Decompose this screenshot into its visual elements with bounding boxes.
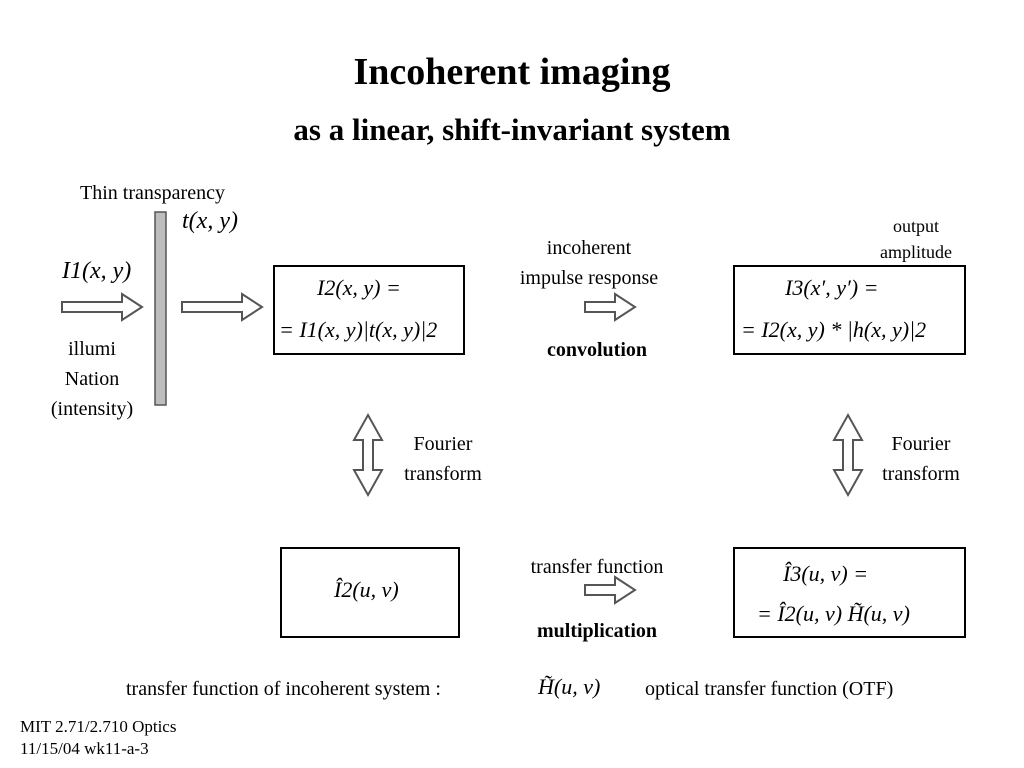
- transparency-function-text: t(x, y): [182, 208, 238, 234]
- otf-symbol: H̃(u, v): [538, 674, 601, 699]
- arrow-convolution: [584, 292, 637, 322]
- fourier-left-line1: Fourier: [413, 433, 473, 455]
- box-i2-line1: I2(x, y) =: [317, 275, 401, 300]
- convolution-label: convolution: [546, 339, 648, 361]
- fourier-left-line2: transform: [404, 463, 482, 485]
- box-i2: I2(x, y) = = I1(x, y)|t(x, y)|2: [273, 265, 465, 355]
- illumination-label-line2: Nation: [64, 368, 120, 390]
- box-i2-hat-line1: Î2(u, v): [334, 577, 399, 602]
- fourier-right-line1: Fourier: [891, 433, 951, 455]
- illumination-label: illumi Nation (intensity): [30, 334, 154, 424]
- illumination-label-line3: (intensity): [50, 398, 134, 420]
- output-amplitude-label: output amplitude: [868, 213, 964, 265]
- transfer-function-label: transfer function: [530, 556, 664, 578]
- transparency-label: Thin transparency: [80, 182, 225, 204]
- arrow-fourier-left: [352, 412, 384, 498]
- incoherent-transfer-text: transfer function of incoherent system :: [126, 678, 441, 700]
- fourier-label-right: Fourier transform: [866, 429, 976, 489]
- box-i3-line1: I3(x′, y′) =: [785, 275, 879, 300]
- arrow-to-i2: [181, 292, 264, 322]
- transparency-plate: [154, 211, 167, 406]
- otf-label: optical transfer function (OTF): [645, 678, 894, 700]
- arrow-fourier-right: [832, 412, 864, 498]
- transparency-function: t(x, y): [182, 208, 238, 235]
- footer: MIT 2.71/2.710 Optics 11/15/04 wk11-a-3: [20, 716, 176, 760]
- footer-date: 11/15/04 wk11-a-3: [20, 739, 149, 759]
- footer-course: MIT 2.71/2.710 Optics: [20, 717, 177, 736]
- box-i2-hat: Î2(u, v): [280, 547, 460, 638]
- impulse-label-line2: impulse response: [519, 267, 659, 289]
- impulse-label-line1: incoherent: [546, 237, 632, 259]
- box-i3-hat: Î3(u, v) = = Î2(u, v) H̃(u, v): [733, 547, 966, 638]
- fourier-right-line2: transform: [882, 463, 960, 485]
- arrow-illumination: [61, 292, 144, 322]
- illumination-label-line1: illumi: [68, 338, 116, 360]
- box-i3-hat-line1: Î3(u, v) =: [783, 561, 869, 586]
- arrow-multiplication: [584, 575, 637, 605]
- box-i3-line2: = I2(x, y) * |h(x, y)|2: [741, 317, 927, 342]
- page-title: Incoherent imaging: [353, 51, 671, 93]
- fourier-label-left: Fourier transform: [388, 429, 498, 489]
- multiplication-label: multiplication: [536, 620, 657, 642]
- output-label-line1: output: [892, 216, 939, 236]
- illumination-function: I1(x, y): [62, 258, 131, 285]
- illumination-function-text: I1(x, y): [62, 258, 132, 284]
- output-label-line2: amplitude: [880, 242, 952, 263]
- box-i3-hat-line2: = Î2(u, v) H̃(u, v): [757, 601, 910, 626]
- box-i2-line2: = I1(x, y)|t(x, y)|2: [279, 317, 438, 342]
- impulse-response-label: incoherent impulse response: [496, 233, 682, 293]
- box-i3: I3(x′, y′) = = I2(x, y) * |h(x, y)|2: [733, 265, 966, 355]
- page-subtitle: as a linear, shift-invariant system: [293, 112, 731, 147]
